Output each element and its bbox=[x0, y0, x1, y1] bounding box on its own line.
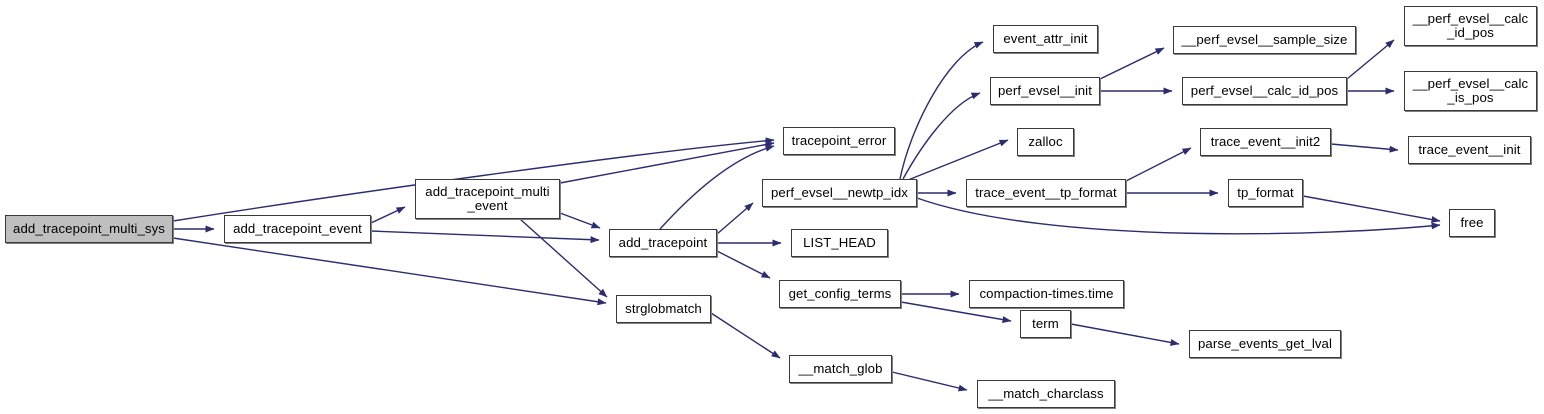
graph-node-trace_event__init2[interactable]: trace_event__init2 bbox=[1200, 128, 1331, 156]
edge-term-to-parse_events_get_lval bbox=[1070, 323, 1180, 346]
edge-add_tracepoint_multi_event-to-strglobmatch bbox=[519, 218, 608, 298]
graph-node-__match_charclass[interactable]: __match_charclass bbox=[977, 380, 1115, 408]
edge-add_tracepoint_multi_event-to-tracepoint_error bbox=[559, 141, 775, 184]
graph-node-free[interactable]: free bbox=[1449, 209, 1495, 237]
edge-add_tracepoint-to-tracepoint_error bbox=[659, 144, 775, 230]
edge-add_tracepoint_event-to-add_tracepoint_multi_event bbox=[370, 206, 406, 224]
graph-node-event_attr_init[interactable]: event_attr_init bbox=[993, 25, 1098, 53]
graph-node-__match_glob[interactable]: __match_glob bbox=[789, 355, 892, 383]
graph-node-strglobmatch[interactable]: strglobmatch bbox=[616, 295, 711, 323]
graph-node-add_tracepoint_multi_event[interactable]: add_tracepoint_multi _event bbox=[415, 179, 560, 219]
edge-perf_evsel__newtp_idx-to-event_attr_init bbox=[899, 41, 984, 180]
graph-node-perf_evsel__init[interactable]: perf_evsel__init bbox=[990, 77, 1100, 105]
edge-perf_evsel__newtp_idx-to-perf_evsel__init bbox=[902, 92, 981, 180]
graph-node-add_tracepoint_multi_sys[interactable]: add_tracepoint_multi_sys bbox=[5, 215, 173, 243]
graph-node-term[interactable]: term bbox=[1020, 310, 1071, 338]
graph-node-add_tracepoint_event[interactable]: add_tracepoint_event bbox=[224, 215, 371, 243]
edge-add_tracepoint-to-perf_evsel__newtp_idx bbox=[716, 202, 754, 235]
graph-node-add_tracepoint[interactable]: add_tracepoint bbox=[609, 229, 717, 257]
edge-perf_evsel__newtp_idx-to-zalloc bbox=[907, 139, 1009, 181]
edge-__match_glob-to-__match_charclass bbox=[891, 371, 968, 392]
graph-node-zalloc[interactable]: zalloc bbox=[1017, 128, 1074, 156]
graph-node-perf_evsel__newtp_idx[interactable]: perf_evsel__newtp_idx bbox=[762, 179, 917, 207]
edge-trace_event__init2-to-trace_event__init bbox=[1330, 143, 1399, 153]
graph-node-__perf_evsel__sample_size[interactable]: __perf_evsel__sample_size bbox=[1173, 26, 1356, 54]
edge-add_tracepoint_event-to-add_tracepoint bbox=[370, 230, 600, 244]
graph-node-trace_event__tp_format[interactable]: trace_event__tp_format bbox=[966, 179, 1126, 207]
graph-node-get_config_terms[interactable]: get_config_terms bbox=[779, 280, 901, 308]
graph-node-__perf_evsel__calc_id_pos[interactable]: __perf_evsel__calc _id_pos bbox=[1404, 6, 1537, 46]
graph-node-compaction-times.time[interactable]: compaction-times.time bbox=[969, 280, 1124, 308]
edge-perf_evsel__init-to-__perf_evsel__sample_size bbox=[1099, 47, 1165, 80]
edge-add_tracepoint-to-get_config_terms bbox=[716, 250, 771, 279]
graph-node-perf_evsel__calc_id_pos[interactable]: perf_evsel__calc_id_pos bbox=[1182, 77, 1347, 105]
graph-node-tracepoint_error[interactable]: tracepoint_error bbox=[783, 127, 895, 155]
graph-node-__perf_evsel__calc_is_pos[interactable]: __perf_evsel__calc _is_pos bbox=[1404, 71, 1537, 111]
graph-node-parse_events_get_lval[interactable]: parse_events_get_lval bbox=[1189, 330, 1341, 358]
edge-strglobmatch-to-__match_glob bbox=[710, 312, 781, 359]
graph-node-trace_event__init[interactable]: trace_event__init bbox=[1408, 136, 1531, 164]
edge-add_tracepoint_multi_event-to-add_tracepoint bbox=[559, 212, 601, 229]
edge-trace_event__tp_format-to-trace_event__init2 bbox=[1125, 147, 1192, 182]
edge-add_tracepoint_multi_sys-to-strglobmatch bbox=[172, 237, 607, 306]
graph-node-tp_format[interactable]: tp_format bbox=[1228, 179, 1303, 207]
graph-node-LIST_HEAD[interactable]: LIST_HEAD bbox=[791, 229, 888, 257]
edge-tp_format-to-free bbox=[1302, 195, 1441, 223]
